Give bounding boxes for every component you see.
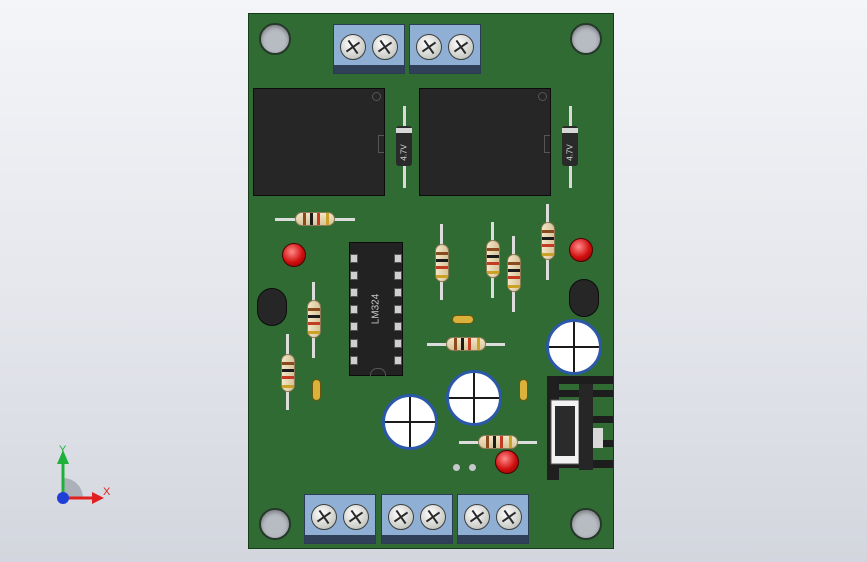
terminal-block-top-2[interactable] [409, 24, 481, 74]
screw-terminal [464, 504, 490, 530]
ic-pin [394, 254, 402, 263]
relay-pin1-mark [538, 92, 547, 101]
relay-notch [544, 135, 550, 153]
led-right[interactable] [569, 238, 593, 262]
terminal-block-bottom-1[interactable] [304, 494, 376, 544]
transistor-left[interactable] [257, 288, 287, 326]
terminal-base [334, 65, 404, 73]
terminal-base [410, 65, 480, 73]
ic-pin [394, 356, 402, 365]
zener-diode-left-label: 4.7V [399, 144, 409, 161]
ic-pin [394, 339, 402, 348]
ceramic-capacitor-1[interactable] [452, 315, 474, 324]
screw-terminal [372, 34, 398, 60]
pcb-board[interactable]: 4.7V 4.7V [248, 13, 614, 549]
electrolytic-capacitor-3[interactable] [382, 394, 438, 450]
screw-terminal [420, 504, 446, 530]
terminal-base [305, 535, 375, 543]
mounting-hole-top-right [570, 23, 602, 55]
resistor-r9[interactable] [459, 435, 537, 449]
screw-terminal [416, 34, 442, 60]
screw-terminal [343, 504, 369, 530]
ic-pin [350, 339, 358, 348]
ic-pin [394, 271, 402, 280]
terminal-block-bottom-3[interactable] [457, 494, 529, 544]
axis-x-label: X [103, 486, 111, 498]
electrolytic-capacitor-1[interactable] [546, 319, 602, 375]
terminal-block-top-1[interactable] [333, 24, 405, 74]
transistor-right[interactable] [569, 279, 599, 317]
resistor-r5[interactable] [541, 204, 555, 280]
axis-triad [57, 450, 104, 504]
ceramic-capacitor-2[interactable] [312, 379, 321, 401]
screw-terminal [496, 504, 522, 530]
screw-terminal [311, 504, 337, 530]
zener-diode-left[interactable]: 4.7V [396, 106, 412, 188]
resistor-r7[interactable] [281, 334, 295, 410]
relay-left[interactable] [253, 88, 385, 196]
ic-pin [350, 271, 358, 280]
zener-diode-right[interactable]: 4.7V [562, 106, 578, 188]
solder-pad [469, 464, 476, 471]
screw-terminal [388, 504, 414, 530]
relay-notch [378, 135, 384, 153]
resistor-r2[interactable] [435, 224, 449, 300]
relay-pin1-mark [372, 92, 381, 101]
screw-terminal [340, 34, 366, 60]
ic-pin [394, 288, 402, 297]
ic-label: LM324 [370, 293, 382, 325]
solder-pad [453, 464, 460, 471]
screw-terminal [448, 34, 474, 60]
terminal-base [382, 535, 452, 543]
ic-pin [350, 254, 358, 263]
ic-pin [350, 322, 358, 331]
terminal-base [458, 535, 528, 543]
resistor-r3[interactable] [486, 222, 500, 298]
ic-pin [394, 305, 402, 314]
relay-right[interactable] [419, 88, 551, 196]
ic-pin [394, 322, 402, 331]
led-bottom[interactable] [495, 450, 519, 474]
ic-notch [370, 368, 386, 376]
mounting-hole-top-left [259, 23, 291, 55]
voltage-regulator-heatsink[interactable] [545, 376, 619, 480]
ic-pin [350, 288, 358, 297]
terminal-block-bottom-2[interactable] [381, 494, 453, 544]
resistor-r4[interactable] [507, 236, 521, 312]
led-left[interactable] [282, 243, 306, 267]
resistor-r1[interactable] [275, 212, 355, 226]
resistor-r8[interactable] [427, 337, 505, 351]
electrolytic-capacitor-2[interactable] [446, 370, 502, 426]
resistor-r6[interactable] [307, 282, 321, 358]
ic-pin [350, 305, 358, 314]
mounting-hole-bottom-left [259, 508, 291, 540]
ic-pin [350, 356, 358, 365]
ceramic-capacitor-3[interactable] [519, 379, 528, 401]
zener-diode-right-label: 4.7V [565, 144, 575, 161]
axis-y-label: Y [59, 444, 67, 456]
mounting-hole-bottom-right [570, 508, 602, 540]
